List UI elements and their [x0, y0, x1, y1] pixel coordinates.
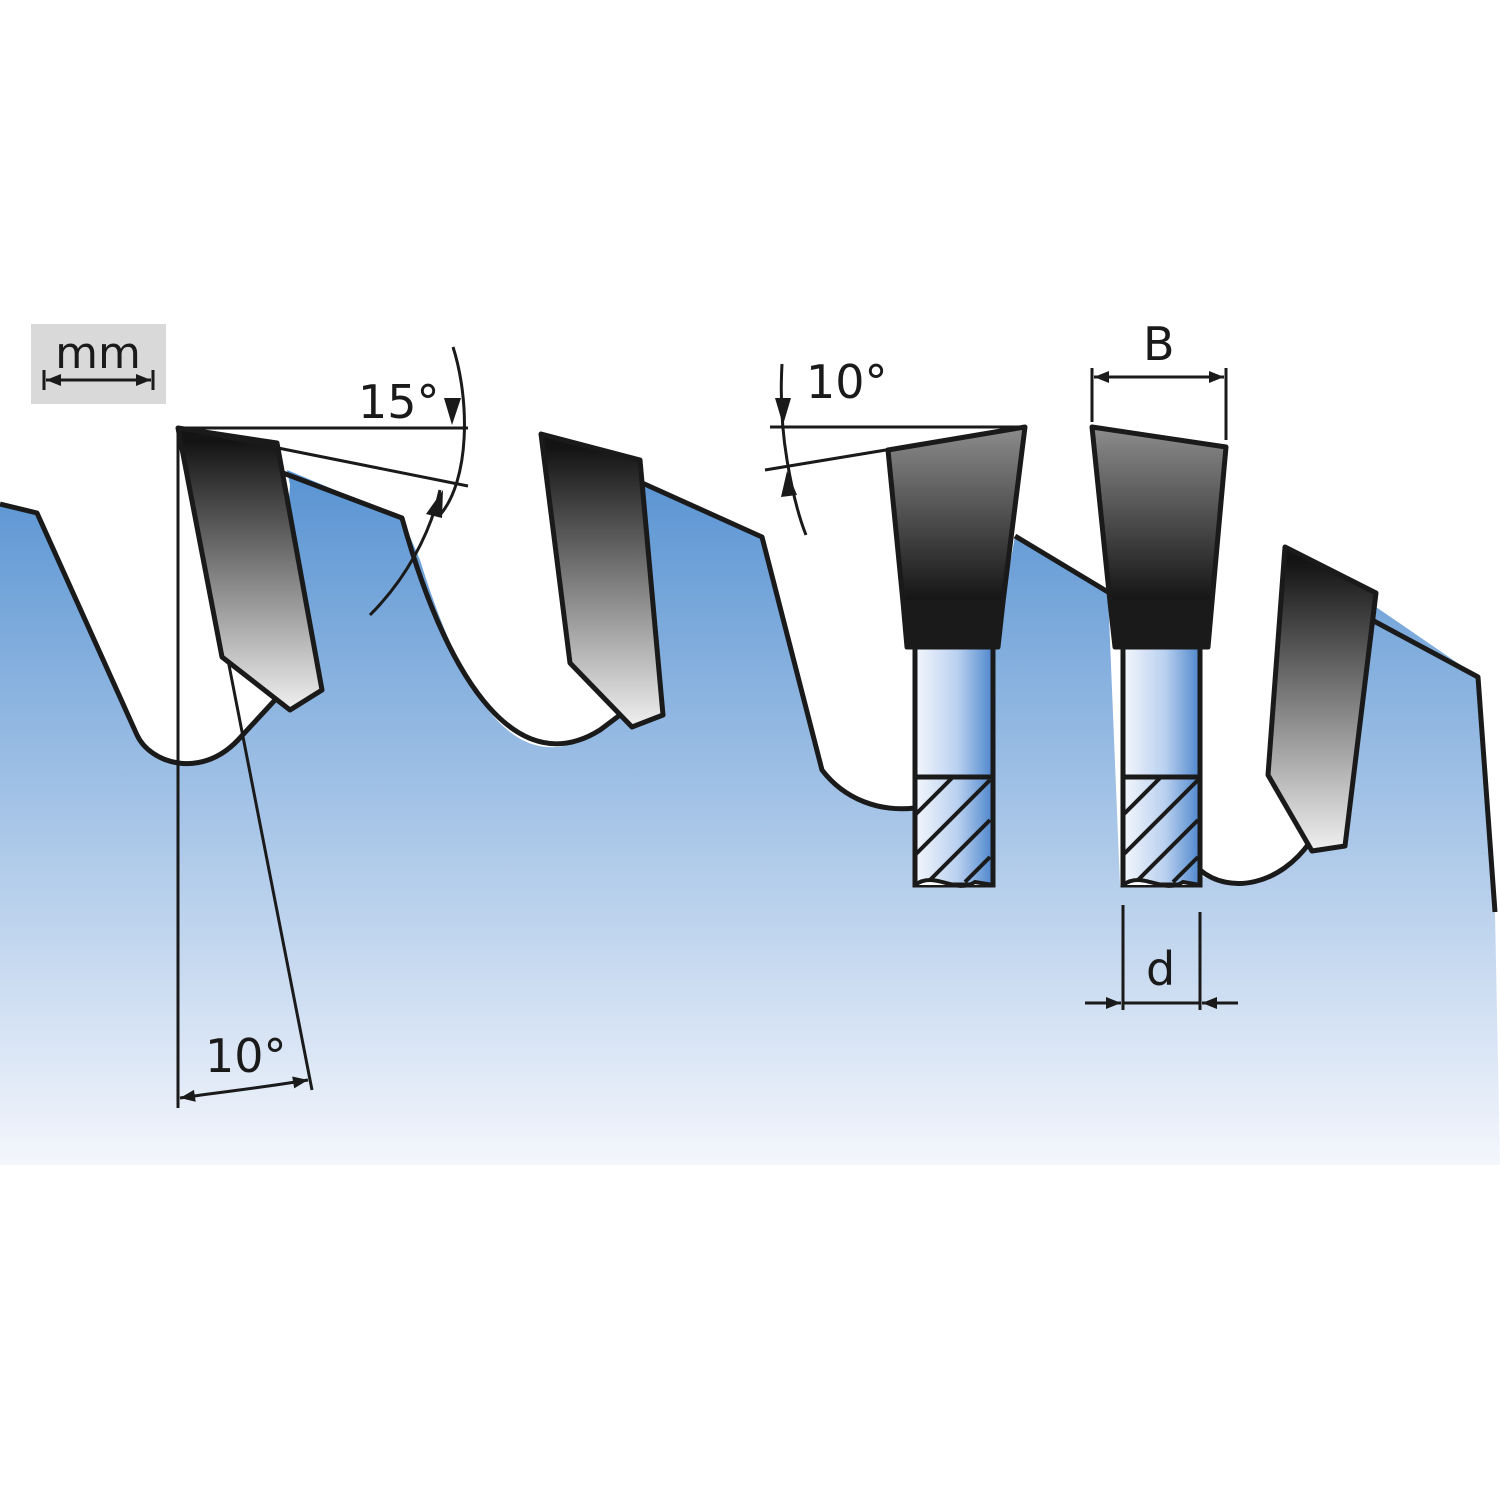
blade-outline — [0, 501, 277, 767]
dimension-lines — [176, 346, 1238, 1108]
blade-body — [0, 470, 1500, 1165]
hook-angle-arrow-up — [426, 490, 443, 518]
tooth-front-bevel-tip — [885, 424, 1028, 605]
clearance-angle-arc — [179, 1076, 309, 1102]
tooth-front-view-kerf — [1089, 424, 1229, 888]
tooth-front-kerf-brazing — [1107, 599, 1215, 650]
blade-outline-gullet-5 — [1198, 840, 1313, 886]
blade-outline-back-4 — [1013, 533, 1110, 595]
tooth-2-carbide-tip — [538, 431, 666, 730]
tooth-front-view-bevel — [885, 424, 1028, 888]
kerf-width-label: B — [1143, 317, 1175, 371]
tooth-6-carbide-tip — [1265, 544, 1379, 854]
clearance-angle-label: 10° — [205, 1029, 287, 1083]
tooth-front-kerf-shank — [1120, 644, 1203, 780]
tooth-front-bevel-section — [912, 774, 996, 888]
bevel-angle-label: 10° — [806, 355, 888, 409]
tooth-1-carbide-tip — [175, 425, 325, 713]
unit-badge-background — [31, 324, 166, 404]
bevel-face-line — [764, 425, 1026, 472]
unit-badge-text: mm — [55, 328, 141, 379]
hook-angle-arc-upper — [438, 346, 466, 516]
clearance-back-line — [226, 659, 314, 1091]
hook-angle-face-line — [177, 426, 469, 488]
bevel-arrow-down — [775, 398, 791, 425]
blade-outline-gullet-3 — [638, 479, 916, 812]
tooth-front-kerf-tip — [1089, 424, 1229, 605]
tooth-front-bevel-brazing — [900, 599, 1006, 650]
tooth-front-bevel-shank — [912, 644, 996, 780]
unit-badge: mm — [31, 324, 166, 404]
tooth-front-kerf-section — [1120, 774, 1203, 888]
hook-angle-arrow-down — [444, 398, 461, 425]
bevel-angle-arc — [779, 363, 808, 536]
hook-angle-label: 15° — [358, 375, 440, 429]
body-thickness-label: d — [1146, 942, 1175, 996]
bevel-arrow-up — [781, 471, 797, 497]
blade-outline-gullet-2 — [282, 470, 622, 747]
blade-outline-back-6 — [1370, 617, 1498, 913]
